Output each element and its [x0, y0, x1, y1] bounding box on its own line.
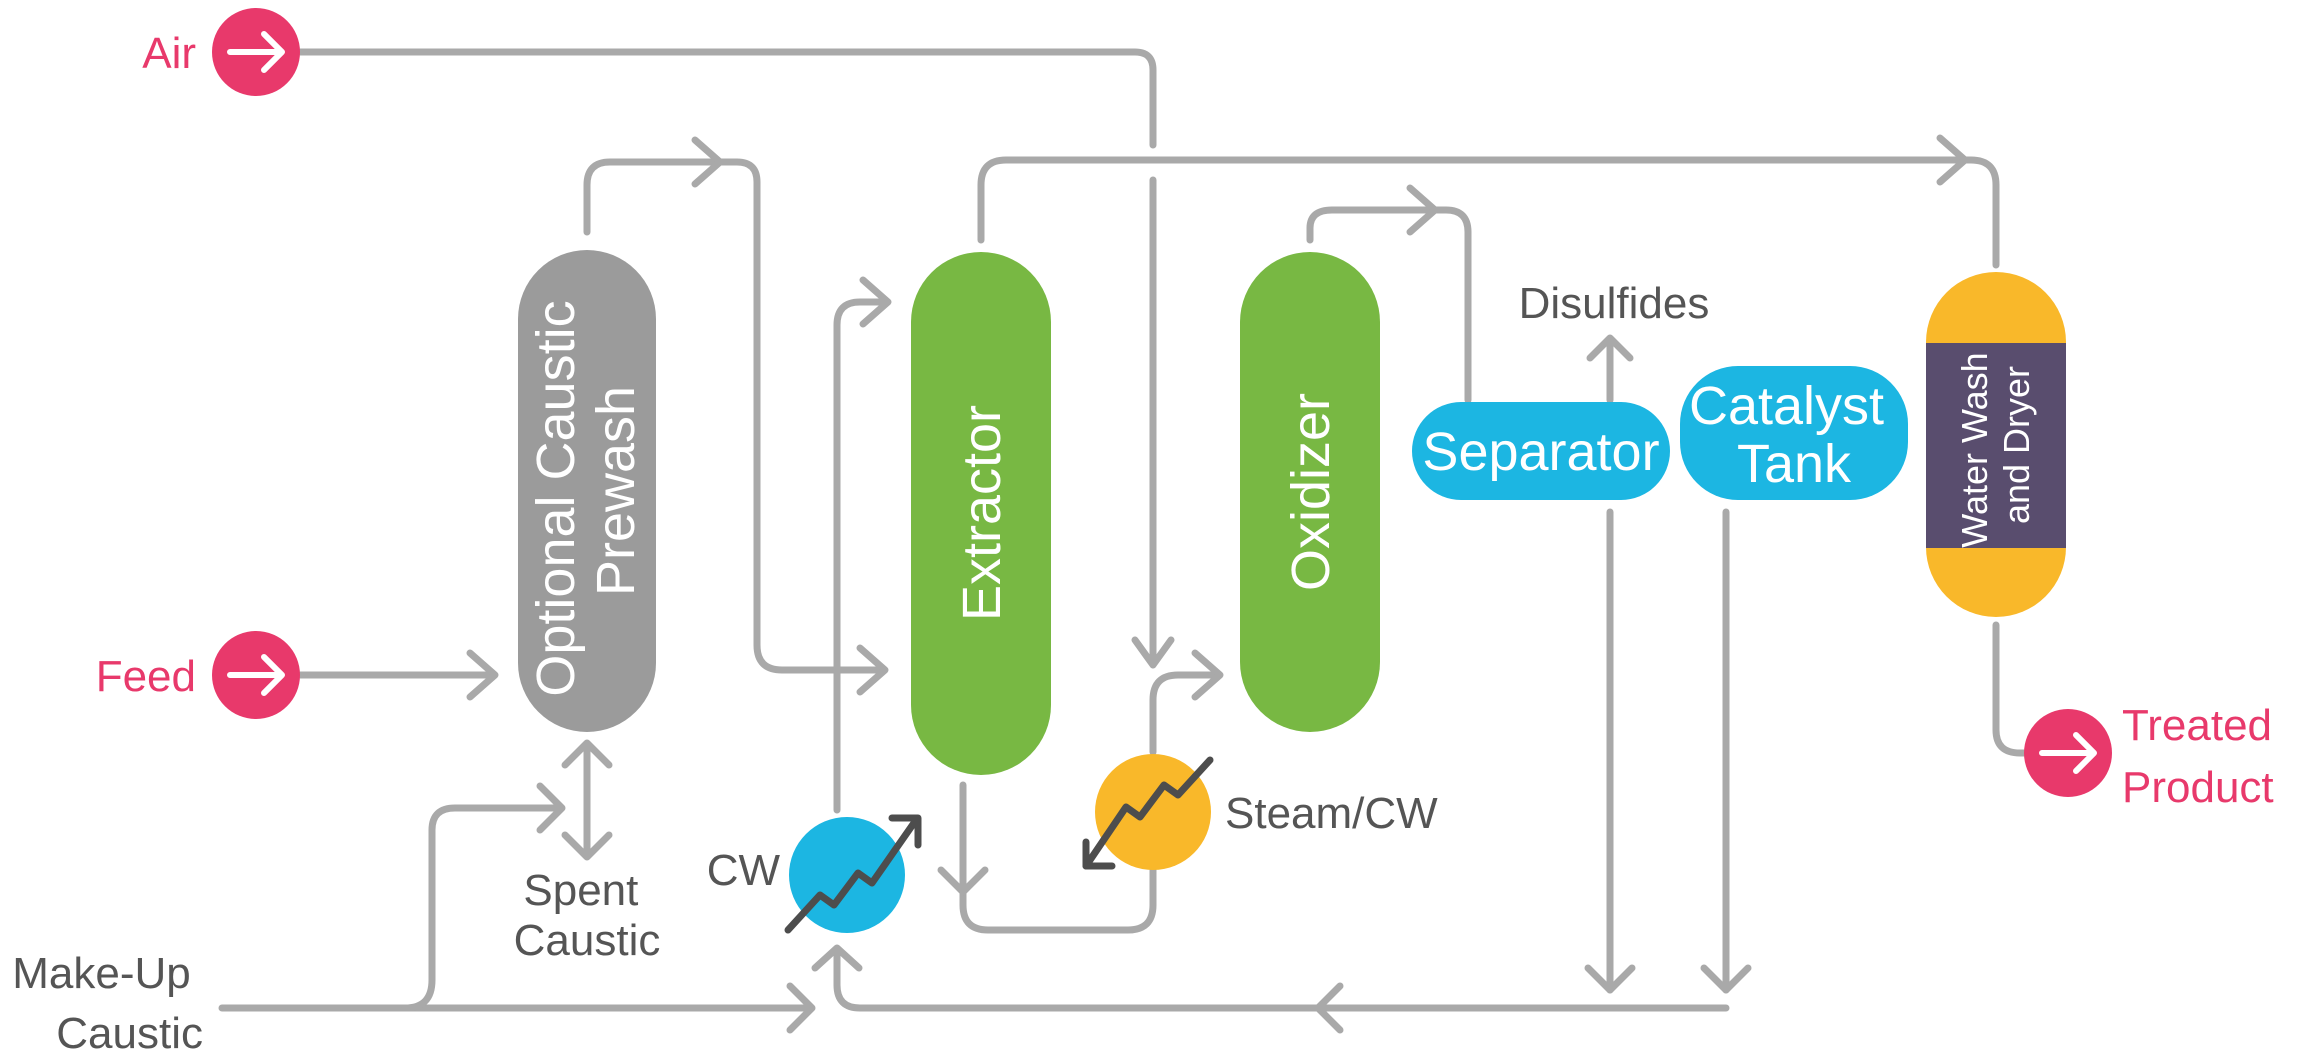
catalyst-tank: Catalyst Tank: [1680, 366, 1908, 500]
svg-text:Spent Caustic: Spent Caustic: [514, 866, 661, 965]
steam-cw-heat-exchanger-icon: [1082, 754, 1214, 870]
svg-text:Optional Caustic Prewash: Optional Caustic Prewash: [526, 285, 646, 696]
prewash-label-line2: Prewash: [586, 386, 646, 596]
treated-product-outlet-icon: [2024, 709, 2112, 797]
arrow-extractor-inlet: [856, 644, 889, 696]
pipe-oxidizer-top: [1306, 206, 1472, 404]
arrow-extractor-bottom: [937, 866, 989, 896]
svg-text:Water Wash and Dryer: Water Wash and Dryer: [1954, 342, 2037, 547]
svg-text:Catalyst Tank: Catalyst Tank: [1689, 376, 1899, 494]
oxidizer-vessel: [1240, 252, 1380, 732]
pipe-cw-up: [833, 298, 889, 814]
spent-label-line2: Caustic: [514, 916, 661, 965]
arrow-makeup-branch: [536, 782, 566, 834]
arrow-to-waterwash: [1936, 134, 1969, 186]
arrow-disulfides: [1586, 334, 1634, 362]
air-inlet-icon: [212, 8, 300, 96]
arrow-return-up: [811, 944, 863, 972]
arrow-cw-up: [859, 276, 892, 328]
water-wash-dryer: Water Wash and Dryer: [1926, 272, 2066, 617]
arrow-makeup: [786, 982, 816, 1034]
separator: Separator: [1412, 402, 1670, 500]
disulfides-label: Disulfides: [1519, 279, 1710, 328]
waterwash-label-line1: Water Wash: [1954, 352, 1995, 547]
arrow-steam-up: [1191, 649, 1224, 701]
pipe-steam-up: [1149, 671, 1219, 756]
prewash-label-line1: Optional Caustic: [526, 300, 586, 696]
arrow-catalyst-down: [1700, 964, 1752, 994]
makeup-label-line2: Caustic: [56, 1009, 203, 1058]
oxidizer-label: Oxidizer: [1281, 393, 1341, 591]
steam-cw-label: Steam/CW: [1225, 789, 1438, 838]
svg-text:Make-Up Caustic: Make-Up Caustic: [12, 949, 203, 1058]
svg-text:Treated Product: Treated Product: [2122, 701, 2284, 812]
arrow-separator-down: [1584, 964, 1636, 994]
waterwash-label-line2: and Dryer: [1996, 366, 2037, 524]
arrow-spent-down: [561, 831, 613, 861]
extractor-label: Extractor: [952, 405, 1012, 621]
catalyst-label-line2: Tank: [1737, 434, 1852, 494]
pipe-prewash-top: [583, 158, 884, 674]
pipe-extractor-bottom: [959, 781, 1157, 934]
cw-label: CW: [707, 846, 781, 895]
arrow-spent-up: [561, 739, 613, 769]
spent-label-line1: Spent: [523, 866, 638, 915]
arrow-return: [1314, 982, 1344, 1034]
cw-heat-exchanger-icon: [784, 814, 922, 934]
svg-text:Oxidizer: Oxidizer: [1281, 393, 1341, 591]
feed-label: Feed: [96, 652, 196, 701]
pipe-makeup-branch: [401, 804, 564, 1012]
separator-vessel: [1412, 402, 1670, 500]
pipe-return: [833, 951, 1730, 1012]
arrow-prewash-top: [691, 136, 724, 188]
svg-text:Extractor: Extractor: [952, 405, 1012, 621]
pipes: [218, 48, 2039, 1034]
arrow-oxidizer-top: [1406, 184, 1439, 236]
extractor-vessel: [911, 252, 1051, 775]
treated-label-line1: Treated: [2122, 701, 2272, 750]
waterwash-band: [1926, 343, 2066, 548]
extractor: Extractor: [911, 252, 1051, 775]
oxidizer: Oxidizer: [1240, 252, 1380, 732]
catalyst-vessel: [1680, 366, 1908, 500]
catalyst-label-line1: Catalyst: [1689, 376, 1884, 436]
pipe-extractor-top: [977, 156, 2000, 269]
air-label: Air: [142, 29, 196, 78]
prewash-vessel: [518, 250, 656, 732]
pipe-treated: [1992, 621, 2039, 757]
pipe-air: [296, 48, 1175, 669]
separator-label: Separator: [1422, 422, 1659, 482]
arrow-feed: [466, 649, 499, 701]
makeup-label-line1: Make-Up: [12, 949, 191, 998]
treated-label-line2: Product: [2122, 763, 2274, 812]
feed-inlet-icon: [212, 631, 300, 719]
optional-caustic-prewash: Optional Caustic Prewash: [518, 250, 656, 732]
